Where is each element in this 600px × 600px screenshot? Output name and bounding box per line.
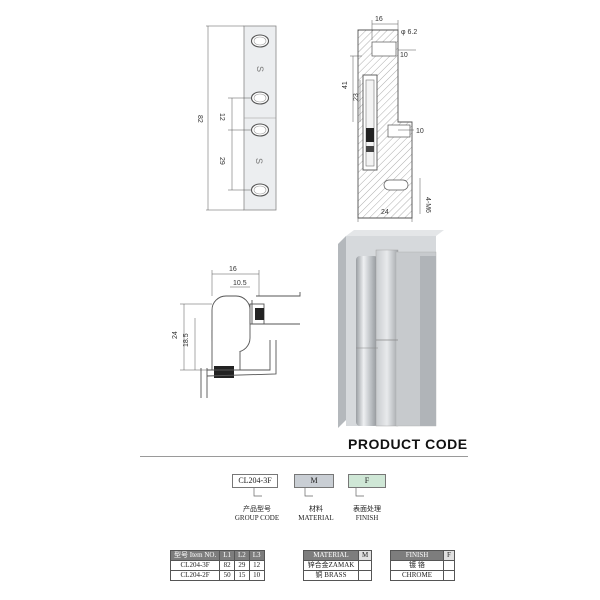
dim-10-lower: 10 [416,128,424,135]
table-row: CL204-3F 82 29 12 [169,560,265,571]
size-header-l2: L2 [233,550,250,561]
dim-4-m6: 4-M6 [424,197,431,213]
dim-82: 82 [196,115,203,123]
svg-text:S: S [254,158,264,164]
size-cell: 15 [233,570,250,581]
section-view-drawing [350,20,421,222]
table-row: 锌合金ZAMAK [303,560,373,571]
product-code-divider [140,456,468,457]
finish-label-cn: 表面处理 [353,505,381,513]
front-view-drawing: S S [206,25,277,211]
finish-table-header: FINISH F [390,550,455,561]
finish-legend: 表面处理 FINISH [341,505,393,523]
material-table: MATERIAL M 锌合金ZAMAK 铜 BRASS [303,550,373,581]
finish-code-box: F [348,474,386,488]
material-header-m: M [357,550,373,561]
material-cell-empty [357,570,373,581]
material-header: MATERIAL [303,550,359,561]
finish-header: FINISH [390,550,444,561]
dim-16-side: 16 [229,266,237,273]
dim-12: 12 [218,113,225,121]
size-cell: 29 [233,560,250,571]
finish-cell: 镀 铬 [390,560,444,571]
dim-10-5: 10.5 [233,280,247,287]
finish-cell: CHROME [390,570,444,581]
product-code-title: PRODUCT CODE [348,436,468,452]
material-table-header: MATERIAL M [303,550,373,561]
finish-cell-empty [443,560,455,571]
dim-23: 23 [353,93,360,101]
size-header-l3: L3 [248,550,265,561]
size-table-header: 型号 Item NO. L1 L2 L3 [169,550,265,561]
svg-text:S: S [255,66,265,72]
group-code-box: CL204-3F [232,474,278,488]
dim-phi-6-2: φ 6.2 [401,29,417,36]
side-view-drawing [180,270,301,398]
material-code-box: M [294,474,334,488]
dim-24-side: 24 [172,331,179,339]
size-cell: 10 [248,570,265,581]
material-label-cn: 材料 [309,505,323,513]
dim-41: 41 [342,81,349,89]
table-row: 铜 BRASS [303,570,373,581]
dim-16-top: 16 [375,16,383,23]
table-row: CHROME [390,570,455,581]
material-label-en: MATERIAL [298,514,334,522]
material-cell: 锌合金ZAMAK [303,560,359,571]
finish-header-f: F [443,550,455,561]
size-header-l1: L1 [219,550,235,561]
finish-label-en: FINISH [355,514,379,522]
size-table: 型号 Item NO. L1 L2 L3 CL204-3F 82 29 12 C… [169,550,265,581]
size-cell: CL204-2F [169,570,221,581]
size-cell: CL204-3F [169,560,221,571]
material-cell-empty [357,560,373,571]
size-header-item: 型号 Item NO. [169,550,221,561]
group-code-legend: 产品型号 GROUP CODE [228,505,286,523]
finish-cell-empty [443,570,455,581]
group-code-label-cn: 产品型号 [243,505,271,513]
table-row: CL204-2F 50 15 10 [169,570,265,581]
dim-10-upper: 10 [400,52,408,59]
table-row: 镀 铬 [390,560,455,571]
hinge-product-render [338,230,444,428]
size-cell: 12 [248,560,265,571]
size-cell: 82 [219,560,235,571]
dim-29: 29 [218,157,225,165]
group-code-label-en: GROUP CODE [234,514,280,522]
material-cell: 铜 BRASS [303,570,359,581]
finish-table: FINISH F 镀 铬 CHROME [390,550,455,581]
size-cell: 50 [219,570,235,581]
dim-18-5: 18.5 [183,333,190,347]
dim-24-top: 24 [381,209,389,216]
material-legend: 材料 MATERIAL [290,505,342,523]
